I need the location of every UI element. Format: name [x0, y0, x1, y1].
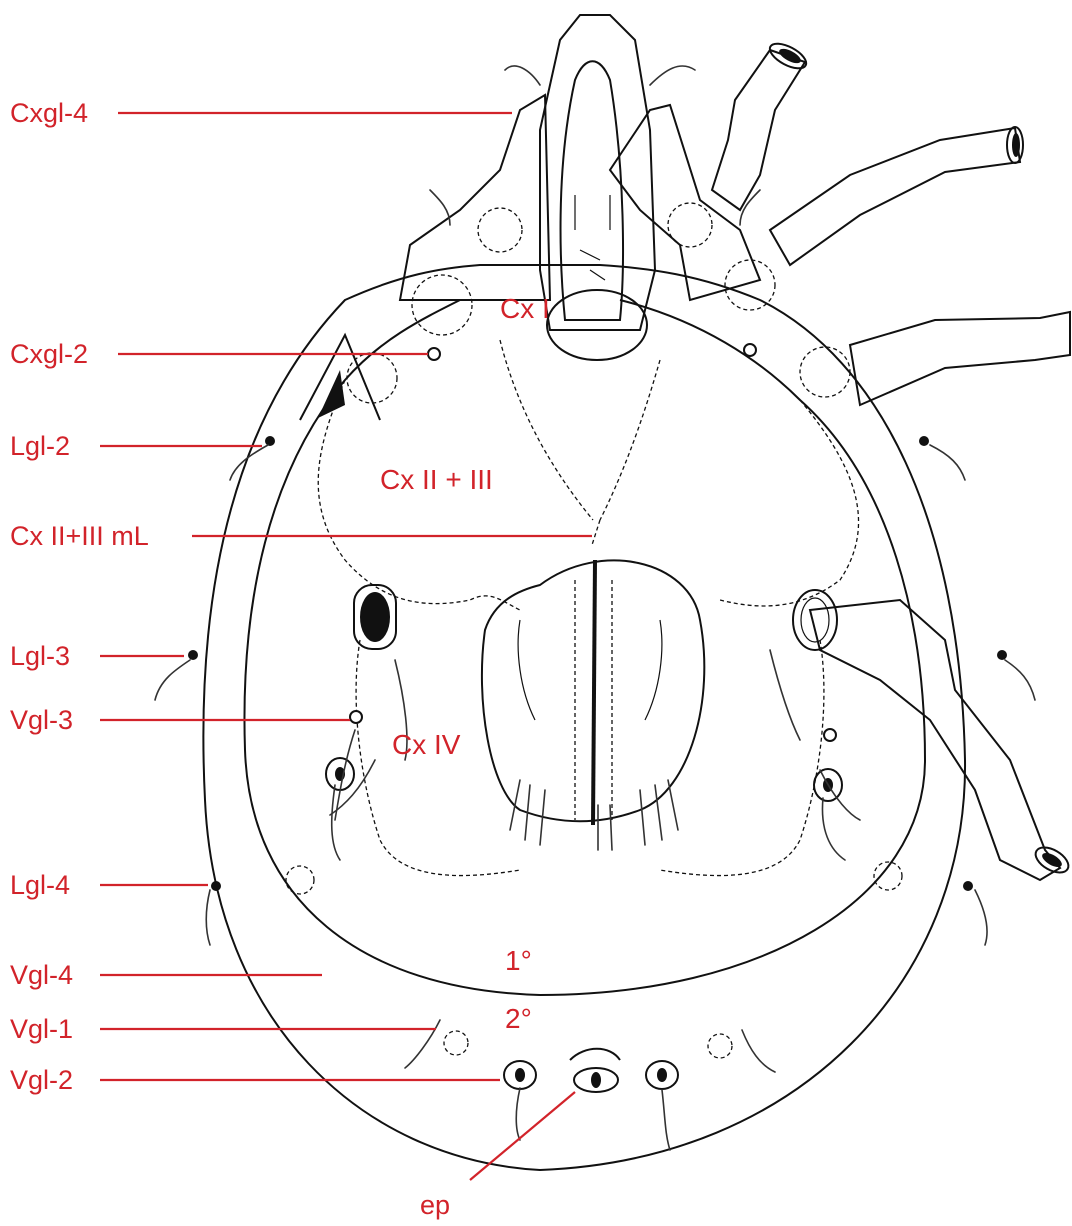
- leg-illustrations: [712, 39, 1072, 880]
- label-vgl3: Vgl-3: [10, 705, 73, 735]
- label-vgl1: Vgl-1: [10, 1014, 73, 1044]
- label-cxgl2: Cxgl-2: [10, 339, 88, 369]
- body-outline: [203, 265, 965, 1170]
- region-label-primary: 1°: [505, 945, 532, 976]
- region-label-secondary: 2°: [505, 1003, 532, 1034]
- label-lgl4: Lgl-4: [10, 870, 70, 900]
- region-label-cx23: Cx II + III: [380, 464, 493, 495]
- gnathosoma: [400, 15, 760, 360]
- label-cxgl4: Cxgl-4: [10, 98, 88, 128]
- genital-plate: [482, 560, 704, 850]
- label-lgl3: Lgl-3: [10, 641, 70, 671]
- label-cx23ml: Cx II+III mL: [10, 521, 149, 551]
- leader-ep: [470, 1092, 575, 1180]
- region-label-cx1: Cx I: [500, 293, 550, 324]
- label-lgl2: Lgl-2: [10, 431, 70, 461]
- coxal-plate-outlines: [318, 260, 858, 876]
- region-label-cx4: Cx IV: [392, 729, 461, 760]
- label-vgl2: Vgl-2: [10, 1065, 73, 1095]
- mite-body-illustration: [155, 15, 1072, 1170]
- label-vgl4: Vgl-4: [10, 960, 73, 990]
- gland-pores: [188, 344, 1007, 1092]
- label-ep: ep: [420, 1190, 450, 1220]
